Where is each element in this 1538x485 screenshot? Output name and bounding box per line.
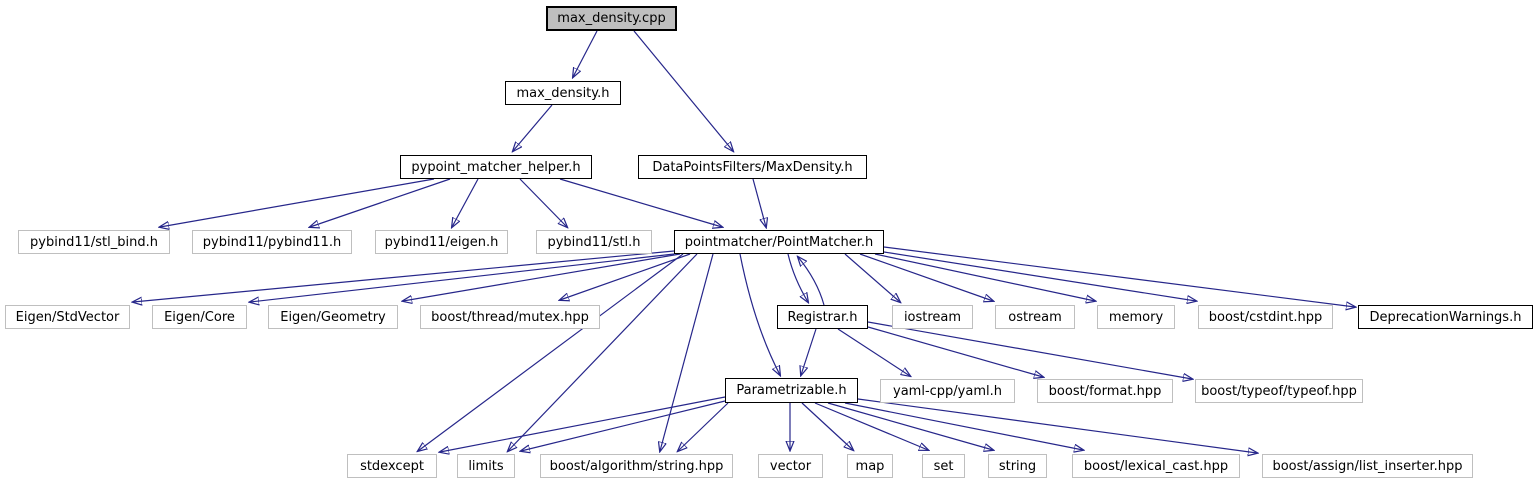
edge-pointmatcher-pointmatcher-h-to-ostream: [859, 253, 993, 301]
node-max-density-h[interactable]: max_density.h: [505, 81, 621, 105]
node-boost-format-hpp: boost/format.hpp: [1037, 379, 1173, 403]
node-boost-lexical-cast-hpp: boost/lexical_cast.hpp: [1072, 454, 1240, 478]
node-pybind11-eigen-h: pybind11/eigen.h: [375, 230, 508, 254]
node-limits: limits: [457, 454, 515, 478]
node-boost-algorithm-string-hpp: boost/algorithm/string.hpp: [540, 454, 733, 478]
edge-pointmatcher-pointmatcher-h-to-boost-algorithm-string-hpp: [660, 253, 714, 451]
edge-registrar-h-to-parametrizable-h: [801, 328, 817, 375]
node-boost-cstdint-hpp: boost/cstdint.hpp: [1198, 305, 1333, 329]
edge-pointmatcher-pointmatcher-h-to-memory: [874, 253, 1095, 301]
edge-pointmatcher-pointmatcher-h-to-eigen-stdvector: [133, 250, 675, 302]
edge-pointmatcher-pointmatcher-h-to-boost-thread-mutex-hpp: [560, 253, 691, 300]
edge-datapointsfilters-maxdensity-h-to-pointmatcher-pointmatcher-h: [752, 178, 766, 227]
node-stdexcept: stdexcept: [347, 454, 437, 478]
node-iostream: iostream: [892, 305, 973, 329]
edge-pypoint-matcher-helper-h-to-pybind11-stl-h: [519, 178, 567, 227]
node-datapointsfilters-maxdensity-h[interactable]: DataPointsFilters/MaxDensity.h: [638, 155, 867, 179]
edge-parametrizable-h-to-string: [827, 402, 993, 450]
edge-max-density-cpp-to-max-density-h: [573, 30, 598, 77]
node-eigen-geometry: Eigen/Geometry: [268, 305, 398, 329]
node-pybind11-stl-h: pybind11/stl.h: [536, 230, 652, 254]
edge-registrar-h-to-boost-format-hpp: [867, 326, 1043, 377]
edge-parametrizable-h-to-map: [801, 402, 853, 450]
node-string: string: [988, 454, 1047, 478]
node-parametrizable-h[interactable]: Parametrizable.h: [725, 378, 858, 403]
node-yaml-cpp-yaml-h: yaml-cpp/yaml.h: [880, 379, 1015, 403]
edge-parametrizable-h-to-limits: [521, 400, 726, 451]
node-pybind11-pybind11-h: pybind11/pybind11.h: [192, 230, 352, 254]
node-deprecationwarnings-h[interactable]: DeprecationWarnings.h: [1358, 305, 1533, 329]
edge-parametrizable-h-to-boost-assign-list-inserter-hpp: [857, 398, 1257, 453]
edge-pointmatcher-pointmatcher-h-to-registrar-h: [787, 253, 808, 302]
node-ostream: ostream: [995, 305, 1075, 329]
edge-pointmatcher-pointmatcher-h-to-deprecationwarnings-h: [883, 246, 1355, 307]
node-max-density-cpp: max_density.cpp: [546, 6, 677, 31]
edge-pointmatcher-pointmatcher-h-to-limits: [508, 253, 698, 451]
edge-max-density-h-to-pypoint-matcher-helper-h: [513, 104, 553, 151]
edge-pypoint-matcher-helper-h-to-pybind11-pybind11-h: [310, 178, 451, 227]
node-pybind11-stl-bind-h: pybind11/stl_bind.h: [18, 230, 170, 254]
edge-pointmatcher-pointmatcher-h-to-iostream: [844, 253, 900, 302]
node-vector: vector: [758, 454, 823, 478]
edge-pypoint-matcher-helper-h-to-pybind11-stl-bind-h: [160, 178, 435, 227]
edge-pointmatcher-pointmatcher-h-to-eigen-core: [250, 253, 675, 302]
node-memory: memory: [1097, 305, 1175, 329]
edge-parametrizable-h-to-boost-lexical-cast-hpp: [844, 402, 1083, 450]
edge-pointmatcher-pointmatcher-h-to-eigen-geometry: [403, 253, 681, 301]
edge-pypoint-matcher-helper-h-to-pointmatcher-pointmatcher-h: [559, 178, 722, 227]
node-boost-assign-list-inserter-hpp: boost/assign/list_inserter.hpp: [1262, 454, 1473, 478]
edge-pointmatcher-pointmatcher-h-to-stdexcept: [418, 253, 684, 451]
edge-registrar-h-to-yaml-cpp-yaml-h: [837, 328, 910, 376]
edge-pointmatcher-pointmatcher-h-to-parametrizable-h: [739, 253, 780, 375]
edge-parametrizable-h-to-stdexcept: [440, 396, 726, 452]
edge-parametrizable-h-to-set: [814, 402, 928, 450]
edge-registrar-h-to-pointmatcher-pointmatcher-h: [798, 257, 825, 306]
edge-parametrizable-h-to-boost-algorithm-string-hpp: [678, 402, 729, 451]
node-set: set: [922, 454, 965, 478]
node-map: map: [847, 454, 893, 478]
node-pypoint-matcher-helper-h[interactable]: pypoint_matcher_helper.h: [400, 155, 592, 179]
edge-max-density-cpp-to-datapointsfilters-maxdensity-h: [633, 30, 733, 151]
node-boost-typeof-typeof-hpp: boost/typeof/typeof.hpp: [1195, 379, 1363, 403]
node-eigen-stdvector: Eigen/StdVector: [5, 305, 130, 329]
node-boost-thread-mutex-hpp: boost/thread/mutex.hpp: [420, 305, 600, 329]
edge-pypoint-matcher-helper-h-to-pybind11-eigen-h: [452, 178, 479, 227]
node-pointmatcher-pointmatcher-h[interactable]: pointmatcher/PointMatcher.h: [674, 230, 884, 254]
edge-pointmatcher-pointmatcher-h-to-boost-cstdint-hpp: [883, 251, 1196, 301]
edge-registrar-h-to-boost-typeof-typeof-hpp: [867, 321, 1192, 379]
node-eigen-core: Eigen/Core: [152, 305, 247, 329]
node-registrar-h[interactable]: Registrar.h: [777, 305, 868, 329]
